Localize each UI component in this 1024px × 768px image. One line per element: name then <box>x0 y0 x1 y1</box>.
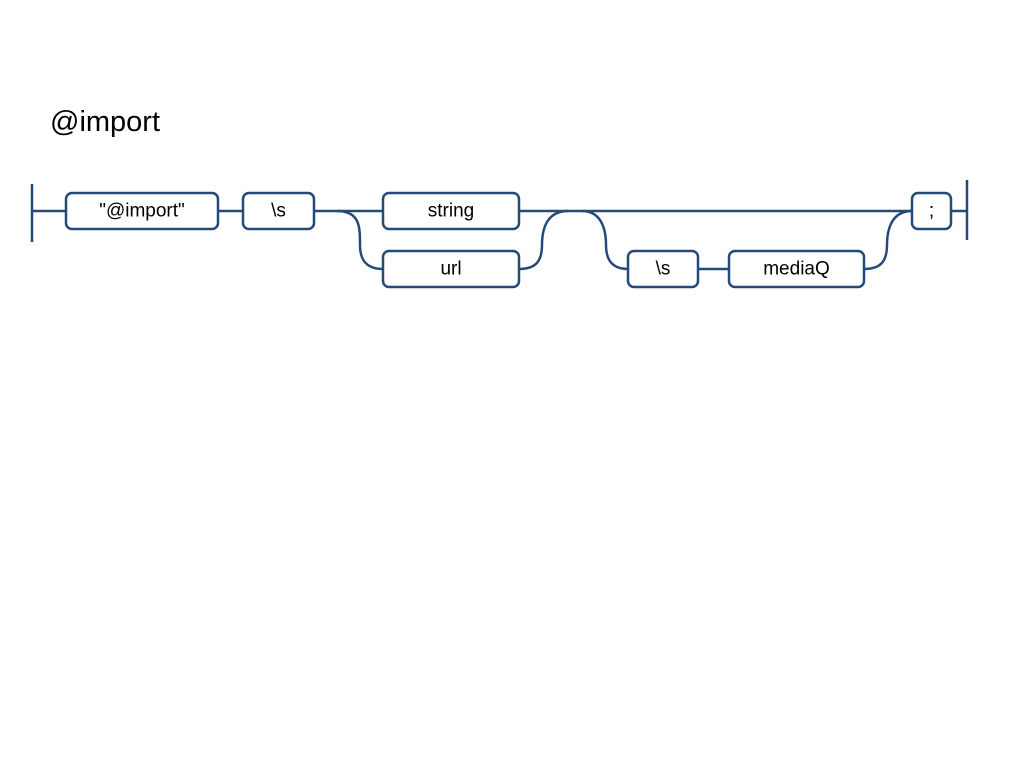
node-import-keyword-label: "@import" <box>99 201 185 222</box>
rails <box>30 180 969 271</box>
media-branch-in <box>581 209 629 271</box>
node-string: string <box>381 191 521 231</box>
node-whitespace-1-label: \s <box>271 201 286 222</box>
media-branch-out <box>863 209 913 271</box>
node-whitespace-2: \s <box>626 249 700 289</box>
node-semicolon: ; <box>910 191 953 231</box>
url-branch-out <box>518 209 569 271</box>
url-branch-in <box>336 209 384 271</box>
node-media-query-label: mediaQ <box>763 259 830 280</box>
node-import-keyword: "@import" <box>64 191 220 231</box>
node-media-query: mediaQ <box>727 249 866 289</box>
node-whitespace-1: \s <box>241 191 316 231</box>
node-semicolon-label: ; <box>929 201 934 222</box>
node-url-label: url <box>440 259 461 280</box>
node-string-label: string <box>428 201 474 222</box>
diagram-title: @import <box>50 106 161 138</box>
node-whitespace-2-label: \s <box>656 259 671 280</box>
node-url: url <box>381 249 521 289</box>
